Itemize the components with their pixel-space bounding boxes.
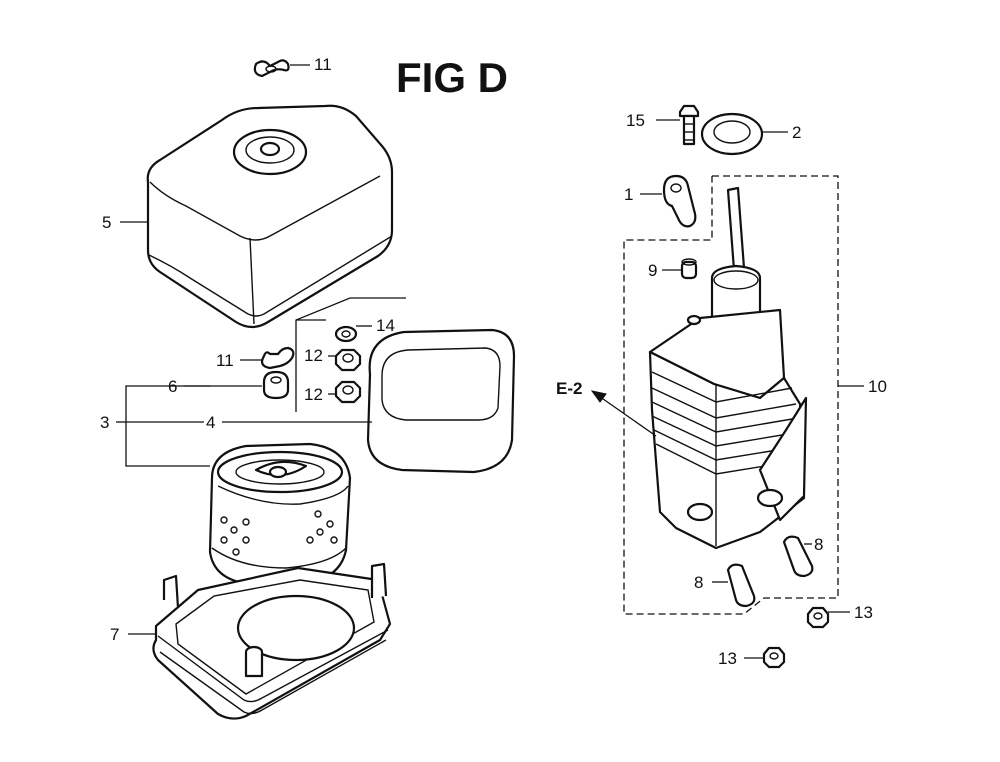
paper-filter-element [208, 442, 352, 586]
callout-4: 4 [206, 413, 215, 432]
clip [662, 174, 697, 228]
nut-13-lower [762, 646, 786, 669]
nut-13-right [806, 606, 830, 629]
callout-5: 5 [102, 213, 111, 232]
callout-14: 14 [376, 316, 395, 335]
callout-13-right: 13 [854, 603, 873, 622]
callout-12-lower: 12 [304, 385, 323, 404]
washer-14 [334, 325, 358, 343]
callout-9: 9 [648, 261, 657, 280]
nut-12-lower [334, 380, 362, 404]
seal-ring [700, 112, 764, 156]
figure-title: FIG D [396, 54, 508, 101]
nut-12-upper [334, 348, 362, 372]
wing-nut-middle [260, 346, 295, 370]
callout-8-left: 8 [694, 573, 703, 592]
callout-12-upper: 12 [304, 346, 323, 365]
reference-e2: E-2 [556, 379, 582, 398]
callout-10: 10 [868, 377, 887, 396]
callout-7: 7 [110, 625, 119, 644]
foam-pre-filter [366, 328, 516, 474]
air-cleaner-cover [146, 104, 394, 329]
callout-11-top: 11 [314, 55, 332, 74]
tube-8-right [782, 535, 814, 578]
callout-3: 3 [100, 413, 109, 432]
tube-8-left [726, 563, 756, 608]
callout-11-middle: 11 [216, 351, 234, 370]
flange-bolt [678, 104, 700, 146]
callout-15: 15 [626, 111, 645, 130]
grommet [262, 370, 290, 400]
wing-nut-top [253, 59, 290, 78]
callout-2: 2 [792, 123, 801, 142]
air-intake-elbow [648, 186, 808, 550]
air-cleaner-case [152, 562, 392, 720]
plug [680, 258, 698, 280]
callout-1: 1 [624, 185, 633, 204]
callout-13-lower: 13 [718, 649, 737, 668]
callout-8-right: 8 [814, 535, 823, 554]
